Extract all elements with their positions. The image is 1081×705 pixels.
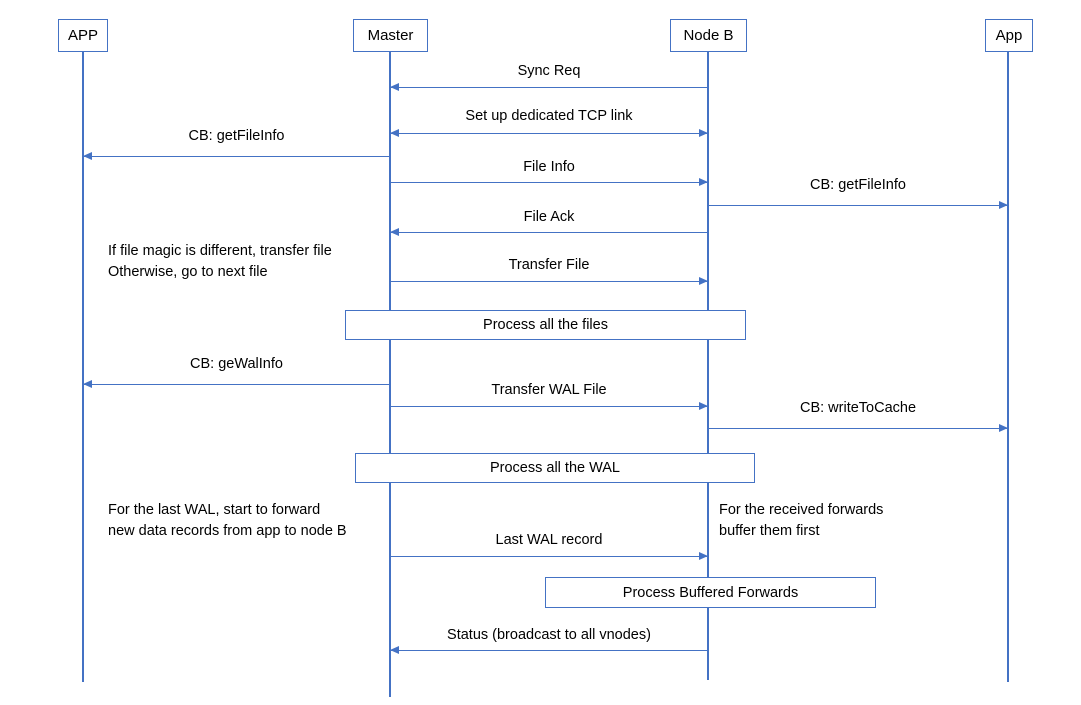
message-label-m11: Last WAL record bbox=[495, 532, 603, 548]
process-box-p3[interactable]: Process Buffered Forwards bbox=[545, 577, 876, 608]
process-box-p2[interactable]: Process all the WAL bbox=[355, 453, 755, 483]
note-n2: For the last WAL, start to forward new d… bbox=[108, 502, 347, 539]
arrow-head-right-icon bbox=[699, 178, 708, 187]
actor-box-master[interactable]: Master bbox=[353, 19, 428, 52]
message-line-m6 bbox=[390, 232, 708, 234]
lifeline-master bbox=[389, 52, 391, 697]
message-label-m8: CB: geWalInfo bbox=[190, 356, 283, 372]
message-label-m2: Set up dedicated TCP link bbox=[465, 108, 633, 124]
arrow-head-left-icon bbox=[390, 129, 399, 138]
arrow-head-right-icon bbox=[699, 402, 708, 411]
message-label-m5: CB: getFileInfo bbox=[810, 177, 906, 193]
message-label-m7: Transfer File bbox=[508, 257, 590, 273]
message-label-m3: CB: getFileInfo bbox=[188, 128, 285, 144]
actor-box-app_left[interactable]: APP bbox=[58, 19, 108, 52]
process-box-p1[interactable]: Process all the files bbox=[345, 310, 746, 340]
message-line-m9 bbox=[390, 406, 708, 408]
arrow-head-left-icon bbox=[390, 646, 399, 655]
message-label-m9: Transfer WAL File bbox=[491, 382, 607, 398]
lifeline-node_b bbox=[707, 52, 709, 680]
arrow-head-right-icon bbox=[999, 424, 1008, 433]
lifeline-app_left bbox=[82, 52, 84, 682]
arrow-head-left-icon bbox=[83, 380, 92, 389]
message-line-m7 bbox=[390, 281, 708, 283]
arrow-head-right-icon bbox=[999, 201, 1008, 210]
message-label-m1: Sync Req bbox=[517, 63, 581, 79]
arrow-head-left-icon bbox=[83, 152, 92, 161]
arrow-head-right-icon bbox=[699, 129, 708, 138]
message-line-m3 bbox=[83, 156, 390, 158]
note-n1: If file magic is different, transfer fil… bbox=[108, 243, 332, 280]
arrow-head-right-icon bbox=[699, 277, 708, 286]
message-label-m10: CB: writeToCache bbox=[799, 400, 917, 416]
message-label-m6: File Ack bbox=[523, 209, 575, 225]
message-line-m8 bbox=[83, 384, 390, 386]
message-label-m12: Status (broadcast to all vnodes) bbox=[447, 627, 651, 643]
message-line-m5 bbox=[708, 205, 1008, 207]
actor-box-app_right[interactable]: App bbox=[985, 19, 1033, 52]
arrow-head-left-icon bbox=[390, 228, 399, 237]
message-line-m1 bbox=[390, 87, 708, 89]
message-line-m10 bbox=[708, 428, 1008, 430]
message-line-m12 bbox=[390, 650, 708, 652]
arrow-head-right-icon bbox=[699, 552, 708, 561]
lifeline-app_right bbox=[1007, 52, 1009, 682]
actor-box-node_b[interactable]: Node B bbox=[670, 19, 747, 52]
message-label-m4: File Info bbox=[523, 159, 575, 175]
message-line-m4 bbox=[390, 182, 708, 184]
arrow-head-left-icon bbox=[390, 83, 399, 92]
message-line-m2 bbox=[390, 133, 708, 135]
message-line-m11 bbox=[390, 556, 708, 558]
note-n3: For the received forwards buffer them fi… bbox=[719, 502, 884, 539]
